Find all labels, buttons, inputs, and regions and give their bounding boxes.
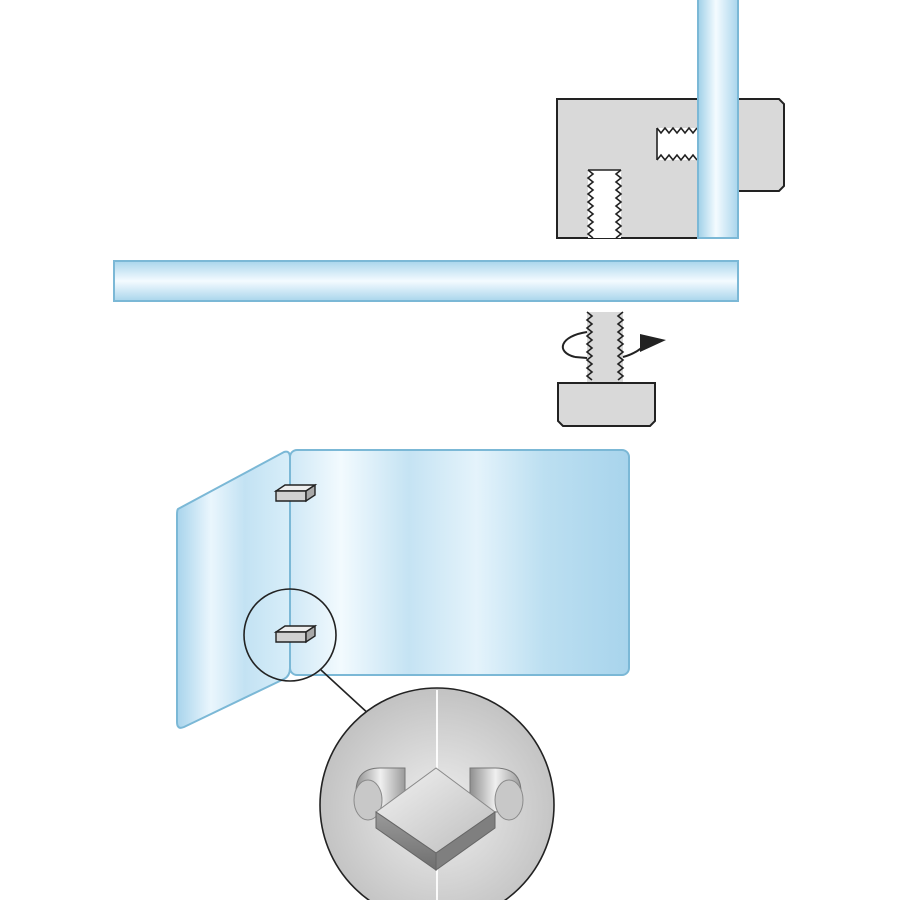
set-screw — [557, 311, 656, 427]
threaded-hole-vertical — [586, 169, 623, 239]
threaded-hole-horizontal — [656, 126, 699, 162]
glass-panel-horizontal — [113, 260, 739, 302]
hinge-clip-bottom — [273, 624, 318, 644]
glass-panel-right — [289, 449, 630, 676]
glass-panel-corner-assembly — [176, 449, 630, 729]
rotation-arrow-icon — [561, 331, 666, 359]
detail-photo-clamp — [319, 687, 555, 900]
glass-panel-vertical — [697, 0, 739, 239]
hinge-clip-top — [273, 483, 318, 503]
clamp-block — [556, 98, 785, 239]
glass-panel-left — [176, 450, 291, 729]
magnifier-circle — [243, 588, 337, 682]
magnifier-leader-line — [320, 669, 372, 717]
